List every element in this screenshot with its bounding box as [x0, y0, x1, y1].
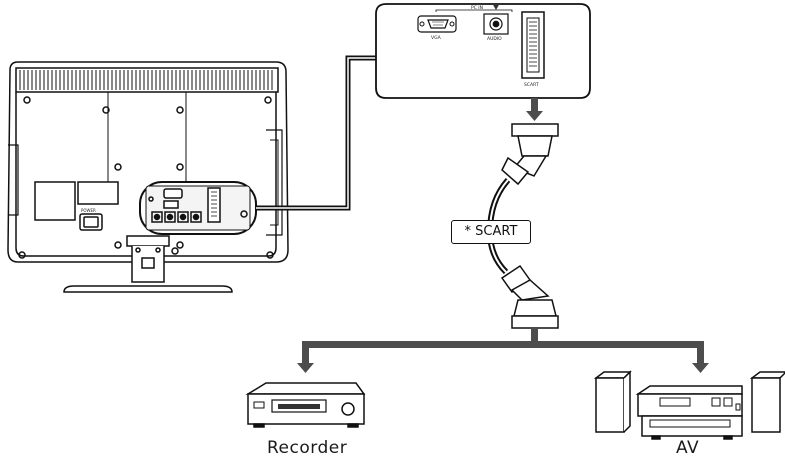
- vga-label: VGA: [431, 35, 442, 41]
- pc-in-label: PC IN: [471, 5, 483, 11]
- tv-stand: [63, 235, 233, 293]
- av-device: [593, 370, 785, 440]
- zoomed-panel: [375, 3, 591, 99]
- recorder-device: [245, 382, 366, 428]
- power-label: POWER: [81, 208, 96, 213]
- recorder-label: Recorder: [267, 438, 348, 458]
- audio-label: AUDIO: [487, 36, 502, 42]
- tv-connector-panel: [139, 181, 257, 235]
- audio-arrow-icon: [492, 3, 500, 10]
- av-label: AV: [676, 438, 700, 458]
- scart-port-label: SCART: [524, 82, 539, 88]
- scart-cable-label: * SCART: [451, 220, 531, 244]
- vent-grille: [19, 70, 273, 90]
- distribution-arrows: [297, 328, 709, 373]
- down-arrow-icon: [526, 98, 543, 121]
- tv-back: [7, 61, 289, 263]
